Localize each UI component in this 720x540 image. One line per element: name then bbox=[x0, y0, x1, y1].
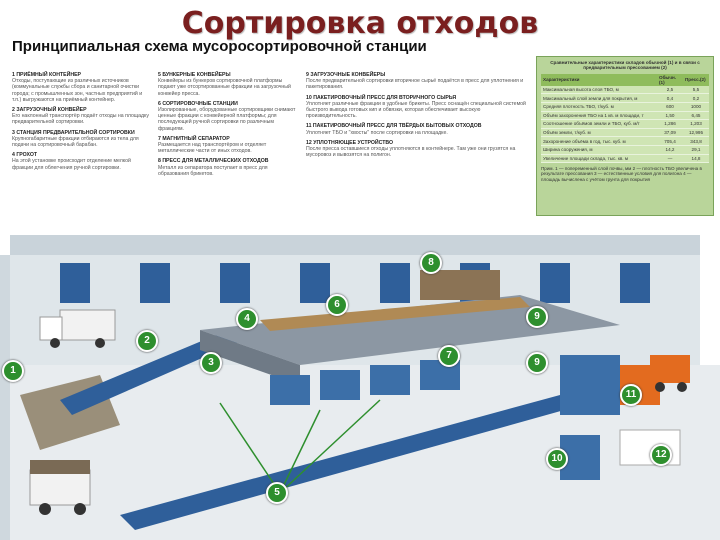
marker-1: 1 bbox=[2, 360, 24, 382]
legend-item-1: 1 Приёмный контейнерОтходы, поступающие … bbox=[12, 72, 152, 103]
legend-item-4: 4 ГрохотНа этой установке происходит отд… bbox=[12, 152, 152, 171]
table-header-row: Характеристики Обычн.(1) Пресс.(2) bbox=[541, 74, 709, 86]
comparison-table: Характеристики Обычн.(1) Пресс.(2) Макси… bbox=[541, 74, 709, 163]
legend-column-1: 1 Приёмный контейнерОтходы, поступающие … bbox=[12, 72, 152, 175]
legend-item-10: 10 Пакетировочный пресс для вторичного с… bbox=[306, 95, 528, 120]
marker-3: 3 bbox=[200, 352, 222, 374]
table-row: Объём захоронения ТБО на 1 кв. м площади… bbox=[541, 111, 709, 120]
legend-column-2: 5 Бункерные конвейерыКонвейеры из бункер… bbox=[158, 72, 298, 181]
comparison-table-panel: Сравнительные характеристики складов обы… bbox=[536, 56, 714, 216]
legend-item-5: 5 Бункерные конвейерыКонвейеры из бункер… bbox=[158, 72, 298, 97]
table-row: Увеличение площади склада, тыс. кв. м—14… bbox=[541, 154, 709, 163]
slide-title: Сортировка отходов bbox=[0, 6, 720, 41]
table-row: Соотношение объёмов земли и ТБО, куб. м/… bbox=[541, 120, 709, 129]
legend-item-2: 2 Загрузочный конвейерЕго наклонный тран… bbox=[12, 107, 152, 126]
legend-item-8: 8 Пресс для металлических отходовМеталл … bbox=[158, 158, 298, 177]
legend-item-9: 9 Загрузочные конвейерыПосле предварител… bbox=[306, 72, 528, 91]
marker-9b: 9 bbox=[526, 352, 548, 374]
marker-6: 6 bbox=[326, 294, 348, 316]
legend-item-6: 6 Сортировочные станцииИзолированные, об… bbox=[158, 101, 298, 132]
marker-7: 7 bbox=[438, 345, 460, 367]
legend-item-3: 3 Станция предварительной сортировкиКруп… bbox=[12, 130, 152, 149]
baling-press bbox=[560, 355, 620, 415]
left-wall bbox=[0, 255, 10, 540]
table-caption: Сравнительные характеристики складов обы… bbox=[537, 57, 713, 74]
marker-4: 4 bbox=[236, 308, 258, 330]
marker-10: 10 bbox=[546, 448, 568, 470]
legend-item-11: 11 Пакетировочный пресс для твёрдых быто… bbox=[306, 123, 528, 135]
marker-12: 12 bbox=[650, 444, 672, 466]
legend-item-7: 7 Магнитный сепараторРазмещается над тра… bbox=[158, 136, 298, 155]
marker-11: 11 bbox=[620, 384, 642, 406]
bale-stack bbox=[620, 430, 680, 465]
diagram-heading: Принципиальная схема мусоросортировочной… bbox=[12, 38, 427, 55]
marker-9a: 9 bbox=[526, 306, 548, 328]
table-note: Прим. 1 — попеременный слой почвы, мм 2 … bbox=[541, 166, 709, 182]
roof-edge bbox=[10, 235, 700, 255]
marker-2: 2 bbox=[136, 330, 158, 352]
marker-8: 8 bbox=[420, 252, 442, 274]
station-illustration bbox=[0, 215, 720, 540]
bale-storage bbox=[420, 270, 500, 300]
marker-5: 5 bbox=[266, 482, 288, 504]
legend-column-3: 9 Загрузочные конвейерыПосле предварител… bbox=[306, 72, 528, 162]
legend-item-12: 12 Уплотняющее устройствоПосле пресса ос… bbox=[306, 140, 528, 159]
